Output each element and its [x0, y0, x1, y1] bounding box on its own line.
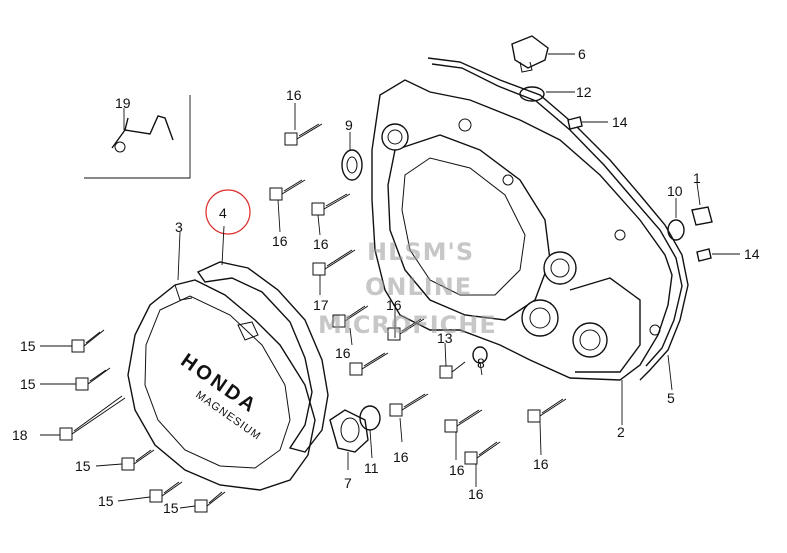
- callout-16-b: 16: [272, 233, 288, 249]
- part-2-crankcase-cover: [371, 79, 673, 381]
- watermark-line-2: ONLINE: [365, 273, 472, 301]
- part-3-clutch-cover: HONDA MAGNESIUM: [127, 279, 316, 491]
- callout-16-d: 16: [386, 297, 402, 313]
- callout-16-h: 16: [533, 456, 549, 472]
- bolts: [59, 123, 567, 513]
- leader-lines: [40, 53, 740, 509]
- callout-6: 6: [578, 46, 586, 62]
- callout-16-e: 16: [335, 345, 351, 361]
- bolt-13: [439, 361, 466, 379]
- callout-19: 19: [115, 95, 131, 111]
- bolt-17: [312, 249, 356, 276]
- watermark: HLSM'S ONLINE MICROFICHE: [318, 238, 497, 339]
- callout-11: 11: [364, 460, 379, 476]
- bolt-16j: [464, 441, 501, 465]
- bolt-15c: [121, 449, 155, 471]
- callout-17: 17: [313, 297, 329, 313]
- callout-10: 10: [667, 183, 683, 199]
- callout-14-a: 14: [612, 114, 628, 130]
- bolt-16a: [284, 123, 323, 146]
- part-19-bracket: [84, 95, 191, 179]
- callout-4: 4: [219, 205, 227, 221]
- callout-1: 1: [693, 170, 701, 186]
- callout-13: 13: [437, 330, 453, 346]
- part-9-oil-seal: [341, 149, 363, 181]
- highlight-circle: [205, 189, 251, 235]
- part-12-o-ring: [519, 86, 545, 102]
- bolt-16f: [349, 352, 389, 376]
- bolt-16c: [311, 193, 351, 216]
- callout-8: 8: [477, 355, 485, 371]
- bolt-15e: [194, 491, 226, 513]
- bolt-16d: [332, 305, 369, 328]
- part-11-o-ring: [359, 405, 381, 431]
- callout-12: 12: [576, 84, 592, 100]
- callout-9: 9: [345, 117, 353, 133]
- part-7-drain-plug: [329, 409, 369, 453]
- part-1-dowel: [691, 206, 713, 226]
- callout-14-b: 14: [744, 246, 760, 262]
- callout-15-c: 15: [75, 458, 91, 474]
- part-14-dowel-b: [696, 248, 712, 262]
- callouts: 19 16 9 16 16 17 16 16 6 12 14 10 1 14 3…: [12, 46, 760, 516]
- part-10-washer: [667, 219, 685, 241]
- watermark-line-1: HLSM'S: [367, 238, 474, 266]
- bolt-16i: [527, 398, 567, 423]
- callout-18: 18: [12, 427, 28, 443]
- bolt-16h: [444, 409, 483, 433]
- callout-16-i: 16: [468, 486, 484, 502]
- bolt-16g: [389, 393, 429, 417]
- callout-15-d: 15: [98, 493, 114, 509]
- bolt-16e: [387, 318, 425, 341]
- bolt-15d: [149, 481, 183, 503]
- bolt-15b: [75, 367, 111, 391]
- callout-5: 5: [667, 390, 675, 406]
- watermark-line-3: MICROFICHE: [318, 311, 497, 339]
- bolt-15a: [71, 329, 105, 353]
- part-14-dowel-a: [567, 116, 583, 130]
- callout-16-a: 16: [286, 87, 302, 103]
- bolt-18: [59, 395, 126, 441]
- callout-15-e: 15: [163, 500, 179, 516]
- callout-16-g: 16: [449, 462, 465, 478]
- callout-15-a: 15: [20, 338, 36, 354]
- part-5-gasket: [427, 57, 689, 381]
- callout-2: 2: [617, 424, 625, 440]
- callout-16-f: 16: [393, 449, 409, 465]
- callout-7: 7: [344, 475, 352, 491]
- callout-3: 3: [175, 219, 183, 235]
- callout-16-c: 16: [313, 236, 329, 252]
- part-4-gasket: [196, 261, 329, 453]
- part-6-oil-cap: [511, 35, 549, 73]
- bolt-16b: [269, 179, 306, 201]
- callout-15-b: 15: [20, 376, 36, 392]
